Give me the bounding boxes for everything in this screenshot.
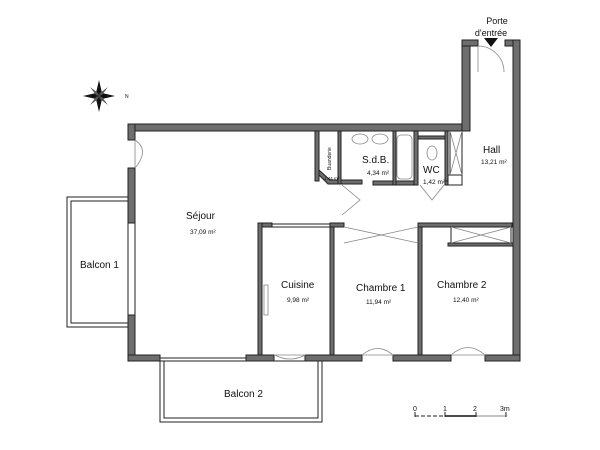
room-name-chambre-2: Chambre 2 bbox=[437, 280, 487, 291]
room-name-wc: WC bbox=[423, 165, 440, 176]
room-name-chambre-1: Chambre 1 bbox=[356, 283, 406, 294]
entrance-arrow-icon bbox=[484, 38, 498, 47]
scale-tick-1: 1 bbox=[443, 406, 447, 413]
room-area-chambre-2: 12,40 m² bbox=[453, 297, 479, 304]
room-area-sdb: 4,34 m² bbox=[367, 170, 390, 177]
room-area-buanderie: 1,44 m² bbox=[324, 176, 340, 181]
balcony-1 bbox=[66, 196, 129, 328]
scale-tick-0: 0 bbox=[413, 406, 417, 413]
room-area-wc: 1,42 m² bbox=[423, 179, 446, 186]
room-area-cuisine: 9,98 m² bbox=[287, 297, 310, 304]
fixtures bbox=[263, 133, 438, 316]
entrance-label-line1: Porte bbox=[486, 16, 508, 26]
exterior-walls bbox=[127, 39, 521, 362]
room-name-balcon-1: Balcon 1 bbox=[80, 260, 119, 271]
room-name-hall: Hall bbox=[483, 145, 500, 156]
room-area-hall: 13,21 m² bbox=[481, 159, 507, 166]
room-area-sejour: 37,09 m² bbox=[190, 229, 216, 236]
room-name-balcon-2: Balcon 2 bbox=[224, 389, 263, 400]
room-area-chambre-1: 11,94 m² bbox=[366, 299, 392, 306]
compass-rose-icon bbox=[83, 80, 115, 112]
balcony-2 bbox=[159, 360, 323, 423]
interior-walls bbox=[257, 130, 514, 356]
doors bbox=[134, 45, 505, 360]
room-name-buanderie: Buanderie bbox=[327, 147, 333, 170]
entrance-label-line2: d'entrée bbox=[475, 28, 507, 38]
compass-north-label: N bbox=[125, 94, 129, 100]
scale-bar bbox=[414, 412, 507, 417]
scale-tick-3: 3m bbox=[500, 406, 510, 413]
scale-tick-2: 2 bbox=[473, 406, 477, 413]
room-name-cuisine: Cuisine bbox=[281, 280, 315, 291]
room-name-sejour: Séjour bbox=[186, 211, 216, 222]
room-name-sdb: S.d.B. bbox=[362, 155, 389, 166]
